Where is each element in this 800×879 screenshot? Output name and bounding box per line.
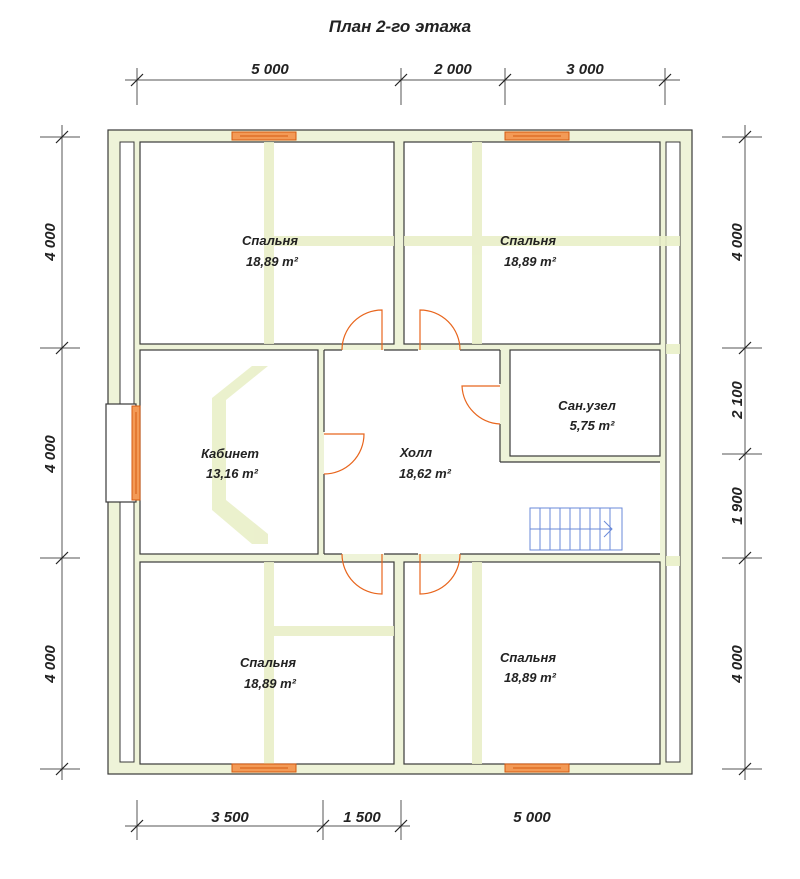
dim-right-4: 4 000	[729, 645, 746, 684]
dim-bottom-2: 1 500	[343, 809, 381, 826]
room-labels: Спальня 18,89 m² Спальня 18,89 m² Сан.уз…	[201, 233, 616, 691]
dim-top-2: 2 000	[433, 61, 472, 78]
room-hall-area: 18,62 m²	[399, 466, 452, 481]
hall-walls	[323, 349, 660, 555]
staircase-icon	[529, 507, 623, 551]
dim-bottom-1: 3 500	[211, 809, 249, 826]
top-dimensions: 5 000 2 000 3 000	[125, 61, 680, 105]
bottom-dimensions: 3 500 1 500 5 000	[125, 800, 551, 840]
room-bedroom-tl-area: 18,89 m²	[246, 254, 299, 269]
right-dimensions: 4 000 2 100 1 900 4 000	[722, 125, 762, 780]
room-bedroom-bl-name: Спальня	[240, 655, 296, 670]
windows	[105, 131, 570, 773]
room-bedroom-tl-name: Спальня	[242, 233, 298, 248]
dim-left-2: 4 000	[42, 435, 59, 474]
room-bedroom-bl-area: 18,89 m²	[244, 676, 297, 691]
dim-top-1: 5 000	[251, 61, 289, 78]
plan-title: План 2-го этажа	[329, 17, 471, 36]
dim-left-1: 4 000	[42, 223, 59, 262]
room-bedroom-tr-name: Спальня	[500, 233, 556, 248]
room-hall-name: Холл	[399, 445, 432, 460]
dim-right-3: 1 900	[729, 487, 746, 525]
dim-bottom-3: 5 000	[513, 809, 551, 826]
dim-left-3: 4 000	[42, 645, 59, 684]
doors	[323, 309, 501, 595]
dim-right-1: 4 000	[729, 223, 746, 262]
room-bathroom-name: Сан.узел	[558, 398, 616, 413]
room-study-area: 13,16 m²	[206, 466, 259, 481]
room-bedroom-br-area: 18,89 m²	[504, 670, 557, 685]
left-dimensions: 4 000 4 000 4 000	[40, 125, 80, 780]
dim-top-3: 3 000	[566, 61, 604, 78]
room-bedroom-tr-area: 18,89 m²	[504, 254, 557, 269]
room-bathroom-area: 5,75 m²	[570, 418, 615, 433]
dim-right-2: 2 100	[729, 381, 746, 420]
balcony-door	[105, 403, 137, 503]
ceiling-beams	[212, 142, 680, 764]
room-bedroom-br-name: Спальня	[500, 650, 556, 665]
room-study-name: Кабинет	[201, 446, 259, 461]
